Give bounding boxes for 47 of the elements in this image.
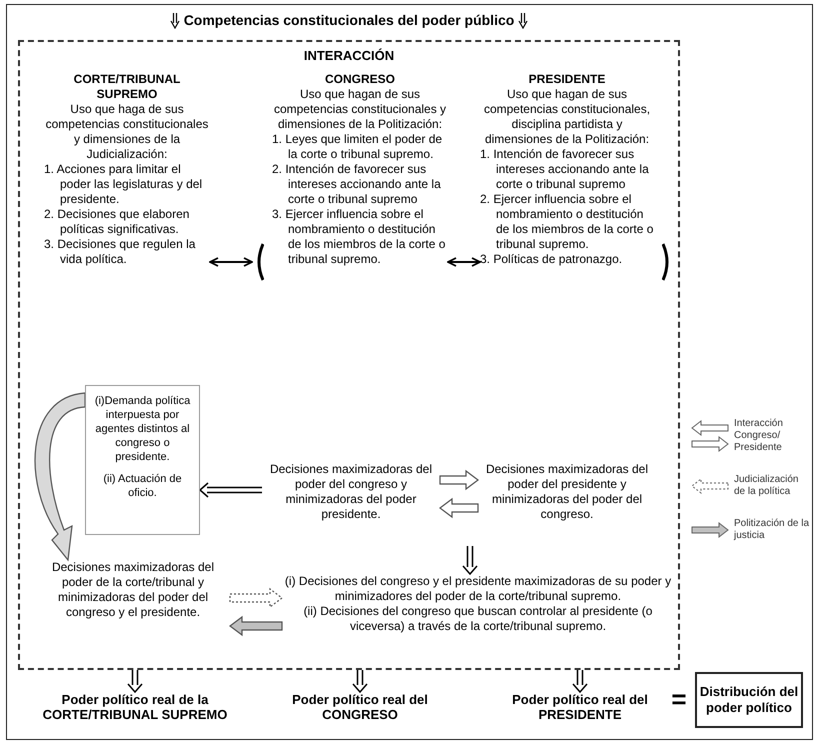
column-heading: CONGRESO — [324, 72, 396, 87]
double-line-arrow — [198, 482, 263, 498]
node-text: Distribución del poder político — [698, 684, 800, 716]
node-text: Poder político real del CONGRESO — [291, 692, 429, 722]
block-arrow — [439, 470, 479, 490]
double-line-arrow — [572, 669, 588, 694]
node-text: Decisiones maximizadoras del poder del congreso y minimizadoras del poder presidente. — [268, 462, 434, 522]
list-item: 1. Leyes que limiten el poder de la corte o tribunal supremo. — [272, 132, 444, 162]
list-item: 3. Decisiones que regulen la vida política. — [44, 237, 196, 267]
node-text: (ii) Decisiones del congreso que buscan controlar al presidente (o viceversa) a través de la corte/tribunal supremo. — [302, 604, 654, 634]
block-arrow — [229, 588, 283, 608]
legend-text: Judicialización de la política — [734, 474, 800, 498]
legend-text: Politización de la justicia — [734, 518, 810, 542]
column-description: Uso que haga de sus competencias constitucionales y dimensiones de la Judicialización: — [44, 102, 210, 162]
node-text: Decisiones maximizadoras del poder del presidente y minimizadoras del poder del congreso. — [484, 462, 650, 522]
interaction-dashed-frame — [18, 40, 680, 670]
column-description: Uso que hagan de sus competencias constitucionales y dimensiones de la Politización: — [272, 87, 448, 132]
list-item: 3. Políticas de patronazgo. — [480, 252, 624, 267]
group-heading: INTERACCIÓN — [302, 47, 396, 65]
double-line-arrow — [127, 669, 143, 694]
node-text: (ii) Actuación de oficio. — [102, 472, 183, 500]
list-item: 1. Intención de favorecer sus intereses accionando ante la corte o tribunal supremo — [480, 147, 650, 192]
double-line-arrow — [352, 669, 368, 694]
block-arrow — [229, 616, 283, 636]
node-text: Decisiones maximizadoras del poder de la corte/tribunal y minimizadoras del poder del congreso y el presidente. — [50, 560, 216, 620]
curved-block-arrow — [34, 392, 86, 561]
list-item: 3. Ejercer influencia sobre el nombramiento o destitución de los miembros de la corte o tribunal supremo. — [272, 207, 446, 267]
result-box — [695, 672, 803, 728]
list-item: 2. Ejercer influencia sobre el nombramiento o destitución de los miembros de la corte o tribunal supremo. — [480, 192, 654, 252]
legend-text: Interacción Congreso/ Presidente — [734, 418, 784, 454]
double-line-arrow — [462, 545, 478, 576]
double-headed-arrow — [209, 257, 253, 267]
node-text: (i)Demanda política interpuesta por agentes distintos al congreso o presidente. — [94, 394, 191, 464]
column-description: Uso que hagan de sus competencias constitucionales, disciplina partidista y dimensiones de la Politización: — [482, 87, 652, 147]
list-item: 1. Acciones para limitar el poder las legislaturas y del presidente. — [44, 162, 204, 207]
node-text: (i) Decisiones del congreso y el presidente maximizadoras de su poder y minimizadores del poder de la corte/tribunal supremo. — [284, 574, 672, 604]
list-item: 2. Intención de favorecer sus intereses accionando ante la corte o tribunal supremo — [272, 162, 442, 207]
node-text: Poder político real del PRESIDENTE — [511, 692, 649, 722]
column-heading: PRESIDENTE — [528, 72, 606, 87]
node-text: Poder político real de la CORTE/TRIBUNAL SUPREMO — [42, 692, 228, 722]
equals-sign: = — [670, 684, 688, 714]
block-arrow — [439, 498, 479, 518]
list-item: 2. Decisiones que elaboren políticas significativas. — [44, 207, 190, 237]
diagram-title: Competencias constitucionales del poder público — [184, 11, 514, 30]
process-box — [85, 385, 200, 535]
column-heading: CORTE/TRIBUNAL SUPREMO — [72, 72, 182, 102]
double-headed-arrow — [447, 257, 481, 267]
